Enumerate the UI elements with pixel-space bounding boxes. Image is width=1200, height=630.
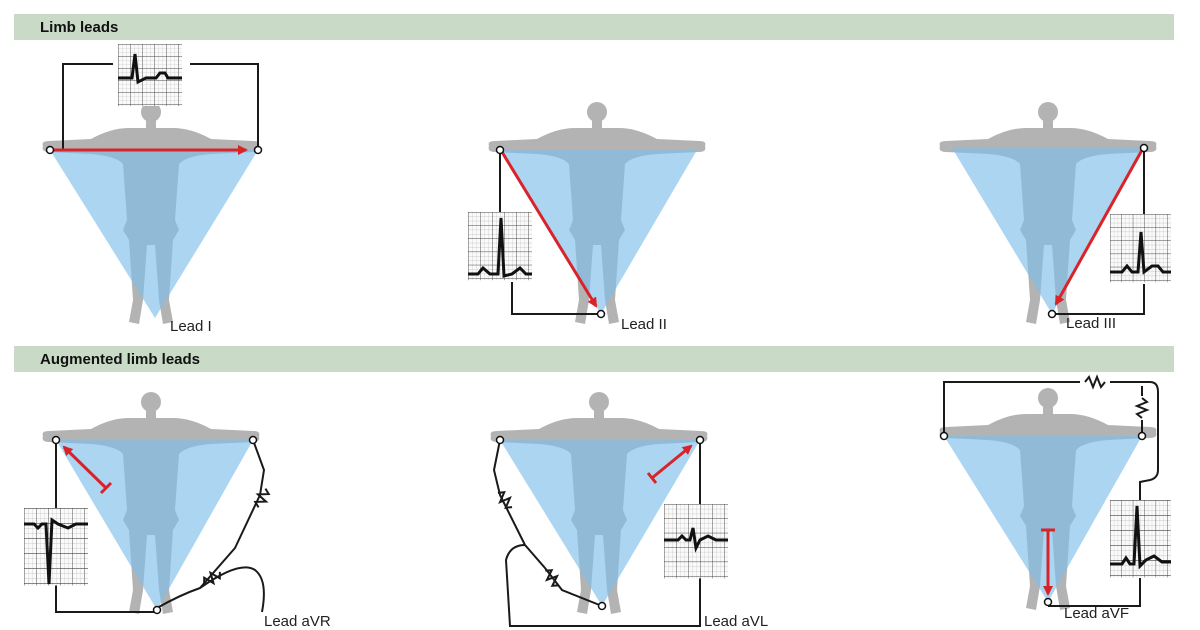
lead-label: Lead I [170,318,212,335]
einthoven-triangle [56,440,253,610]
lead-wire [55,439,266,613]
panel-lead-avf: Lead aVF [939,376,1171,622]
vector-tail [99,481,113,495]
electrode-icon [1139,143,1149,153]
lead-label: Lead aVF [1064,605,1129,622]
lead-label: Lead aVL [704,613,768,630]
electrode-icon [939,431,949,441]
lead-wire [1052,148,1145,315]
section-title: Limb leads [40,19,119,36]
electrode-icon [45,145,55,155]
electrode-icon [248,435,258,445]
ecg-trace-icon [1110,214,1171,283]
lead-label: Lead aVR [264,613,331,630]
electrode-icon [597,601,607,611]
einthoven-triangle [500,150,697,314]
ecg-trace-icon [24,508,88,586]
lead-wire [499,150,601,315]
ecg-trace-icon [664,504,728,579]
electrode-icon [253,145,263,155]
ecg-trace-icon [468,212,532,281]
section-band-limb-leads: Limb leads [14,14,1174,40]
electrode-icon [1137,431,1147,441]
vector-arrow-icon [1054,149,1144,306]
vector-arrow-icon [500,151,598,308]
lead-label: Lead III [1066,315,1116,332]
electrode-icon [152,605,162,615]
einthoven-triangle [952,148,1144,314]
resistor-icon [493,488,517,512]
electrode-icon [51,435,61,445]
resistor-icon [252,485,272,511]
einthoven-triangle [944,436,1142,602]
electrode-icon [695,435,705,445]
panel-lead-iii: Lead III [939,102,1171,332]
lead-wire [492,439,701,627]
electrode-icon [596,309,606,319]
vector-tail [646,472,658,484]
vector-arrow-icon [651,444,693,480]
ecg-trace-icon [118,44,182,106]
lead-wire [943,381,1159,607]
section-title: Augmented limb leads [40,351,201,368]
einthoven-triangle [50,150,258,318]
vector-arrow-icon [62,445,108,490]
electrode-icon [1047,309,1057,319]
panel-lead-i: Lead I [42,44,263,335]
panel-lead-ii: Lead II [468,102,706,333]
ecg-trace-icon [1110,500,1171,578]
resistor-icon [1084,376,1106,388]
resistor-icon [1136,397,1148,419]
electrode-icon [495,145,505,155]
section-band-augmented-leads: Augmented limb leads [14,346,1174,372]
electrode-icon [495,435,505,445]
panel-lead-avr: Lead aVR [24,392,331,630]
electrode-icon [1043,597,1053,607]
lead-label: Lead II [621,316,667,333]
panel-lead-avl: Lead aVL [490,392,768,630]
einthoven-triangle [500,440,700,606]
